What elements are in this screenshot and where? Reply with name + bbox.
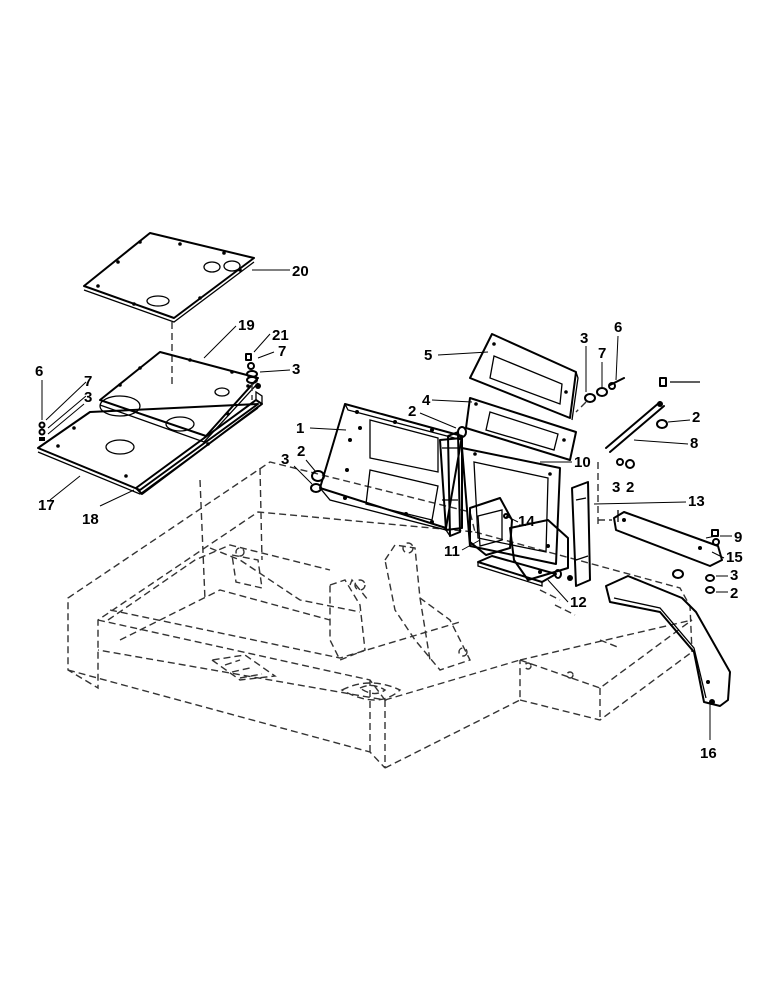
post-13 — [567, 481, 591, 587]
plate-12 — [477, 555, 557, 587]
shield-16 — [605, 575, 731, 707]
callout-8: 8 — [690, 435, 698, 452]
callout-17: 17 — [38, 497, 55, 514]
callout-5: 5 — [424, 347, 432, 364]
callout-16: 16 — [700, 745, 717, 762]
callout-14: 14 — [518, 513, 535, 530]
callout-7: 7 — [84, 373, 92, 390]
hardware-left — [38, 353, 258, 441]
leader-lines — [41, 269, 725, 740]
hardware-lower-right — [672, 529, 719, 594]
callout-3: 3 — [612, 479, 620, 496]
callout-7: 7 — [278, 343, 286, 360]
panel-4 — [465, 397, 577, 461]
block-11 — [469, 497, 513, 556]
rail-18 — [135, 383, 263, 495]
callout-15: 15 — [726, 549, 743, 566]
rod-8 — [605, 401, 668, 453]
cover-plate-20 — [83, 232, 255, 388]
floor-plate-19 — [99, 351, 259, 443]
callout-1: 1 — [296, 420, 304, 437]
callout-19: 19 — [238, 317, 255, 334]
floor-plate-17 — [37, 403, 259, 495]
bracket-15 — [597, 458, 723, 567]
callout-labels: 20 19 21 7 3 6 7 3 17 18 5 3 6 7 4 2 1 2… — [35, 263, 743, 762]
chassis-outline — [67, 461, 693, 769]
callout-6: 6 — [35, 363, 43, 380]
callout-3: 3 — [730, 567, 738, 584]
callout-12: 12 — [570, 594, 587, 611]
callout-6: 6 — [614, 319, 622, 336]
callout-10: 10 — [574, 454, 591, 471]
nuts-center — [310, 426, 635, 579]
callout-21: 21 — [272, 327, 289, 344]
callout-11: 11 — [444, 543, 460, 560]
callout-3: 3 — [580, 330, 588, 347]
callout-3: 3 — [281, 451, 289, 468]
bracket-left — [447, 431, 461, 537]
callout-9: 9 — [734, 529, 742, 546]
seat-box-1 — [319, 403, 463, 537]
panel-5 — [469, 333, 579, 421]
callout-2: 2 — [297, 443, 305, 460]
plate-rear — [509, 519, 569, 581]
callout-3: 3 — [292, 361, 300, 378]
callout-13: 13 — [688, 493, 705, 510]
callout-3: 3 — [84, 389, 92, 406]
callout-4: 4 — [422, 392, 431, 409]
callout-2: 2 — [408, 403, 416, 420]
hardware-right — [575, 377, 700, 413]
callout-2: 2 — [626, 479, 634, 496]
panel-10 — [461, 447, 561, 565]
callout-18: 18 — [82, 511, 99, 528]
callout-20: 20 — [292, 263, 309, 280]
callout-2: 2 — [692, 409, 700, 426]
callout-2: 2 — [730, 585, 738, 602]
callout-7: 7 — [598, 345, 606, 362]
